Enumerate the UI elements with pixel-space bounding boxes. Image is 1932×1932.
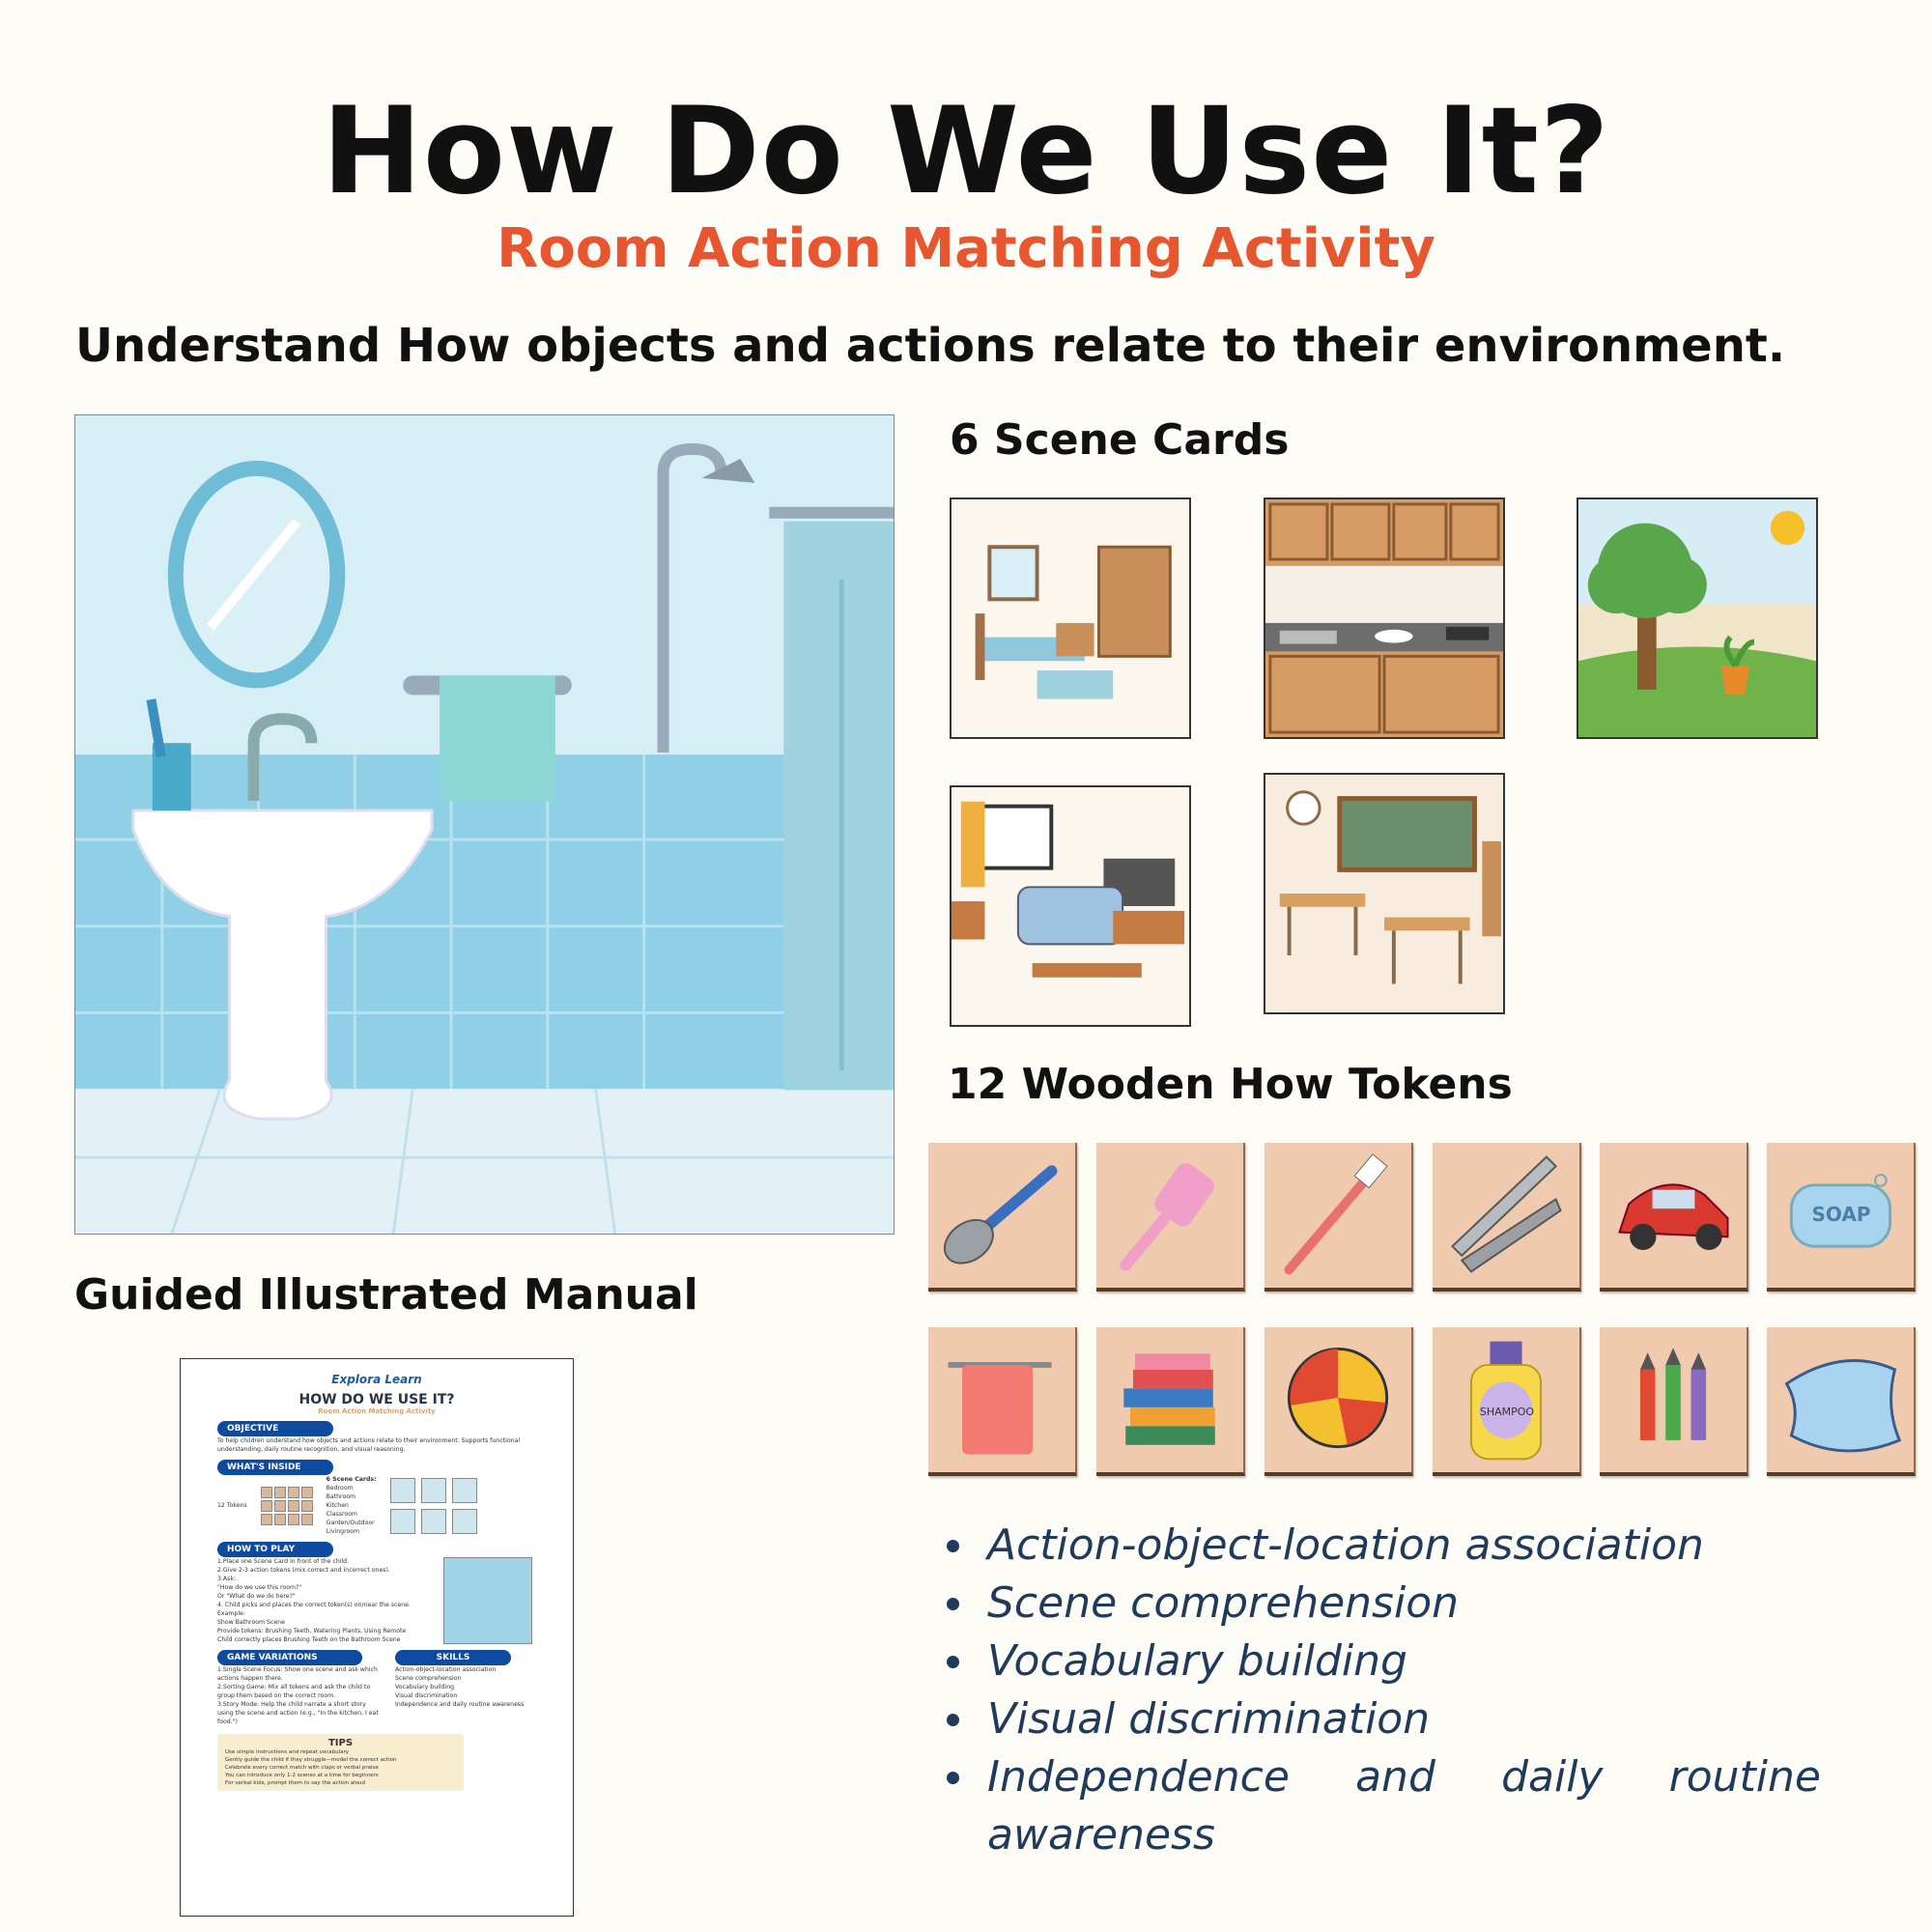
scene-list-item: Bedroom (326, 1485, 354, 1492)
token-books (1096, 1327, 1245, 1476)
tip-item: For verbal kids, prompt them to say the … (225, 1780, 366, 1786)
variation-item: 2.Sorting Game: Mix all tokens and ask t… (217, 1684, 371, 1699)
token-crayons (1600, 1327, 1748, 1476)
manual-skill: Independence and daily routine awareness (395, 1701, 525, 1708)
manual-skill: Visual discrimination (395, 1692, 458, 1699)
token-thumbnails (260, 1486, 313, 1525)
example-label: Example: (217, 1610, 245, 1617)
page-title: How Do We Use It? (322, 82, 1610, 221)
tokens-count: 12 Tokens (217, 1502, 247, 1509)
manual-bathroom-thumbnail (443, 1557, 532, 1644)
scenes-label: 6 Scene Cards: (326, 1476, 377, 1483)
scene-card-garden (1577, 497, 1818, 739)
token-soap: SOAP (1767, 1143, 1916, 1292)
variation-item: 1.Single Scene Focus: Show one scene and… (217, 1666, 378, 1682)
token-shampoo: SHAMPOO (1433, 1327, 1581, 1476)
objective-text: To help children understand how objects … (217, 1437, 521, 1453)
tips-label: TIPS (327, 1738, 354, 1748)
variation-item: 3.Story Mode: Help the child narrate a s… (217, 1701, 379, 1725)
skill-item: Visual discrimination (947, 1690, 1821, 1748)
play-step: "How do we use this room?" (217, 1584, 302, 1591)
tokens-heading: 12 Wooden How Tokens (948, 1060, 1513, 1109)
scene-list-item: Livingroom (326, 1528, 360, 1535)
crayons-icon (1639, 1348, 1707, 1440)
objective-label: OBJECTIVE (217, 1421, 333, 1436)
shampoo-label: SHAMPOO (1479, 1406, 1535, 1418)
token-spoon (928, 1143, 1077, 1292)
skill-item-continued: awareness (987, 1810, 1215, 1860)
token-comb (1096, 1143, 1245, 1292)
spoon-icon (943, 1165, 1058, 1264)
tip-item: Celebrate every correct match with claps… (225, 1765, 379, 1771)
manual-subtitle: Room Action Matching Activity (318, 1407, 436, 1415)
toothbrush-icon (1284, 1153, 1388, 1275)
scene-list-item: Classroom (326, 1511, 357, 1518)
skill-item: Independence and daily routine (947, 1748, 1821, 1806)
play-step: 2.Give 2-3 action tokens (mix correct an… (217, 1567, 390, 1574)
manual-skill: Scene comprehension (395, 1675, 462, 1682)
play-step: Or "What do we do here?" (217, 1593, 296, 1600)
scene-list-item: Bathroom (326, 1493, 356, 1500)
manual-title: HOW DO WE USE IT? (298, 1392, 455, 1407)
play-label: HOW TO PLAY (217, 1542, 333, 1557)
inside-label: WHAT'S INSIDE (217, 1460, 333, 1475)
tips-box: TIPS Use simple instructions and repeat … (217, 1734, 464, 1791)
shampoo-icon (1469, 1341, 1543, 1461)
token-toy-car (1600, 1143, 1748, 1292)
pillow-icon (1784, 1359, 1902, 1453)
example-item: Provide tokens: Brushing Teeth, Watering… (217, 1628, 407, 1634)
towel-icon (948, 1362, 1052, 1455)
skill-item: Vocabulary building (947, 1633, 1821, 1690)
skill-item: Scene comprehension (947, 1575, 1821, 1633)
ball-icon (1287, 1347, 1389, 1449)
soap-label: SOAP (1811, 1203, 1871, 1226)
nail-clipper-icon (1451, 1155, 1562, 1273)
token-ball (1264, 1327, 1413, 1476)
skills-label: SKILLS (395, 1650, 511, 1665)
scene-card-bedroom (950, 497, 1191, 739)
manual-preview: Explora Learn HOW DO WE USE IT? Room Act… (180, 1358, 574, 1917)
toy-car-icon (1618, 1183, 1729, 1251)
scene-cards-heading: 6 Scene Cards (950, 415, 1290, 465)
token-towel (928, 1327, 1077, 1476)
tip-item: You can introduce only 1-2 scenes at a t… (225, 1773, 379, 1778)
play-step: 4. Child picks and places the correct to… (217, 1602, 411, 1608)
bathroom-scene-illustration (74, 414, 895, 1235)
manual-skill: Vocabulary building (395, 1684, 455, 1690)
scene-card-living-room (950, 785, 1191, 1027)
manual-skill: Action-object-location association (395, 1666, 497, 1673)
play-step: 3.Ask: (217, 1576, 237, 1582)
variations-label: GAME VARIATIONS (217, 1650, 362, 1665)
comb-icon (1120, 1163, 1214, 1271)
example-item: Show Bathroom Scene (217, 1619, 285, 1626)
token-nail-clipper (1433, 1143, 1581, 1292)
token-pillow (1767, 1327, 1916, 1476)
scene-card-kitchen (1264, 497, 1505, 739)
scene-list-item: Kitchen (326, 1502, 349, 1509)
soap-icon (1789, 1174, 1892, 1248)
play-step: 1.Place one Scene Card in front of the c… (217, 1558, 350, 1565)
skills-list: Action-object-location association Scene… (947, 1517, 1821, 1864)
manual-heading: Guided Illustrated Manual (74, 1270, 698, 1320)
skill-item: Action-object-location association (947, 1517, 1821, 1575)
tip-item: Gently guide the child if they struggle—… (225, 1757, 397, 1763)
token-toothbrush (1264, 1143, 1413, 1292)
books-icon (1123, 1353, 1215, 1445)
tip-item: Use simple instructions and repeat vocab… (225, 1749, 350, 1755)
manual-brand-logo: Explora Learn (331, 1373, 422, 1386)
example-item: Child correctly places Brushing Teeth on… (217, 1636, 401, 1643)
scene-thumbnails (389, 1477, 477, 1534)
scene-card-classroom (1264, 773, 1505, 1014)
scene-list-item: Garden/Outdoor (326, 1520, 375, 1526)
tagline: Understand How objects and actions relat… (75, 319, 1786, 373)
page-subtitle: Room Action Matching Activity (497, 217, 1435, 280)
